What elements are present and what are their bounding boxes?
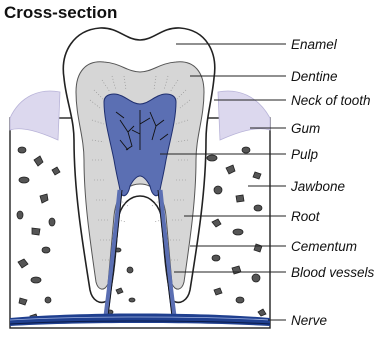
label-dentine: Dentine bbox=[291, 69, 338, 84]
label-cementum: Cementum bbox=[291, 239, 357, 254]
label-neck-of-tooth: Neck of tooth bbox=[291, 93, 371, 108]
label-nerve: Nerve bbox=[291, 313, 327, 328]
label-pulp: Pulp bbox=[291, 147, 319, 162]
label-gum: Gum bbox=[291, 121, 320, 136]
label-jawbone: Jawbone bbox=[290, 179, 345, 194]
label-blood-vessels: Blood vessels bbox=[291, 265, 375, 280]
label-root: Root bbox=[291, 209, 321, 224]
label-enamel: Enamel bbox=[291, 37, 338, 52]
